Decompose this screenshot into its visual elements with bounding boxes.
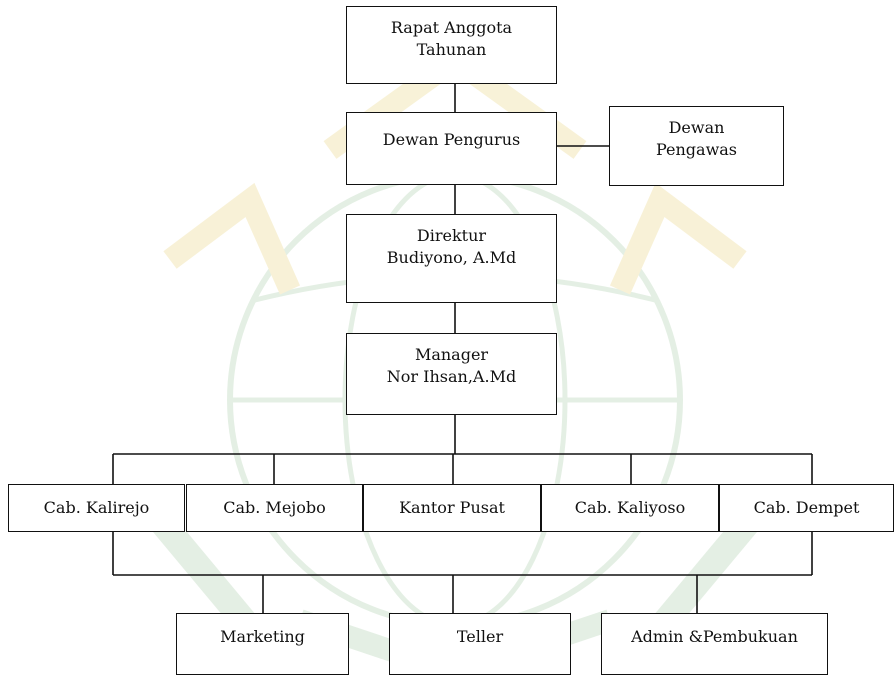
node-unit-marketing: Marketing [176, 613, 349, 675]
node-unit-teller: Teller [389, 613, 571, 675]
node-branch-dempet: Cab. Dempet [719, 484, 894, 532]
node-manager: Manager Nor Ihsan,A.Md [346, 333, 557, 415]
node-manager-title: Manager [414, 345, 489, 364]
node-dewan-pengawas-line2: Pengawas [655, 140, 738, 159]
node-unit-label: Teller [456, 627, 504, 646]
node-dewan-pengawas: Dewan Pengawas [609, 106, 784, 186]
node-dewan-pengawas-line1: Dewan [668, 118, 725, 137]
node-branch-kaliyoso: Cab. Kaliyoso [541, 484, 719, 532]
node-branch-label: Cab. Dempet [753, 498, 860, 517]
node-rapat-anggota: Rapat Anggota Tahunan [346, 6, 557, 84]
node-branch-kalirejo: Cab. Kalirejo [8, 484, 185, 532]
node-dewan-pengurus: Dewan Pengurus [346, 112, 557, 185]
node-direktur-name: Budiyono, A.Md [386, 248, 517, 267]
node-branch-label: Cab. Kalirejo [43, 498, 150, 517]
node-unit-label: Marketing [220, 627, 305, 646]
node-direktur: Direktur Budiyono, A.Md [346, 214, 557, 303]
node-manager-name: Nor Ihsan,A.Md [386, 367, 517, 386]
node-rapat-anggota-line2: Tahunan [416, 40, 487, 59]
node-unit-label: Admin &Pembukuan [631, 627, 798, 646]
node-rapat-anggota-line1: Rapat Anggota [390, 18, 513, 37]
node-branch-mejobo: Cab. Mejobo [186, 484, 363, 532]
node-branch-kantor-pusat: Kantor Pusat [363, 484, 541, 532]
node-branch-label: Cab. Mejobo [223, 498, 326, 517]
node-branch-label: Cab. Kaliyoso [574, 498, 686, 517]
node-unit-admin-pembukuan: Admin &Pembukuan [601, 613, 828, 675]
node-dewan-pengurus-label: Dewan Pengurus [382, 130, 521, 149]
node-branch-label: Kantor Pusat [399, 498, 505, 517]
node-direktur-title: Direktur [416, 226, 487, 245]
